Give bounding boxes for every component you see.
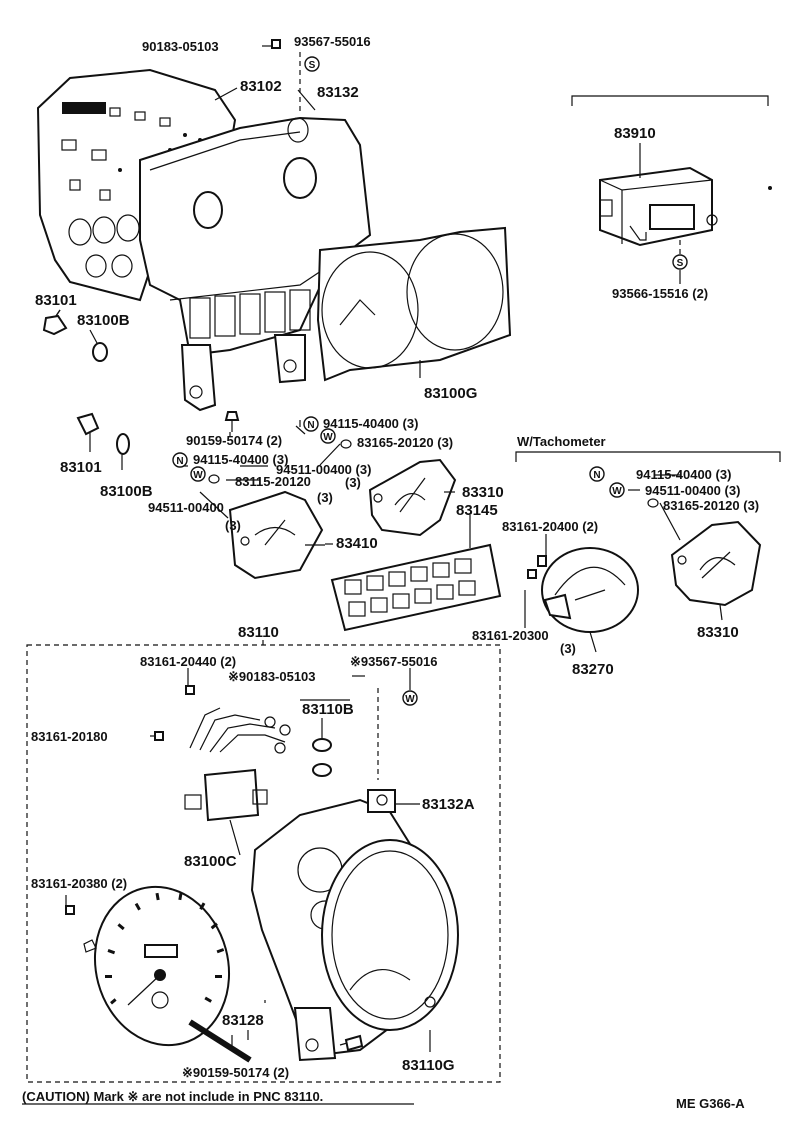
svg-text:W: W (405, 694, 415, 705)
group-w-tachometer: W/Tachometer (517, 434, 606, 449)
svg-text:S: S (677, 258, 684, 269)
part-83101-a: 83101 (35, 292, 77, 309)
svg-text:W: W (193, 470, 203, 481)
part-83910: 83910 (614, 125, 656, 142)
part-83132: 83132 (317, 84, 359, 101)
drawing-code: ME G366-A (676, 1096, 745, 1111)
leader-lines (55, 87, 421, 1040)
part-83110g: 83110G (402, 1057, 455, 1074)
part-83100b-a: 83100B (77, 312, 130, 329)
part-83145: 83145 (456, 502, 498, 519)
part-83110: 83110 (238, 624, 279, 641)
part-83270: 83270 (572, 661, 614, 678)
part-83161-20400: 83161-20400 (2) (502, 519, 598, 534)
s-symbol-clock: S (672, 254, 688, 270)
part-83165-20120-a: 83165-20120 (3) (357, 435, 453, 450)
svg-text:N: N (593, 470, 600, 481)
fuel-gauge (368, 458, 457, 537)
part-94511-00400-a: 94511-00400 (3) (276, 462, 371, 477)
part-94511-00400-c: 94511-00400 (3) (645, 483, 740, 498)
part-83161-20180: 83161-20180 (31, 729, 108, 744)
part-83410: 83410 (336, 535, 378, 552)
part-94115-40400-b: 94115-40400 (3) (193, 452, 288, 467)
s-symbol-top: S (304, 56, 320, 72)
meter-wire-harness (150, 685, 291, 822)
qty-3-a: (3) (345, 475, 361, 490)
part-83165-20120-b: 83165-20120 (3) (663, 498, 759, 513)
part-83101-b: 83101 (60, 459, 102, 476)
svg-text:S: S (309, 60, 316, 71)
part-93566-15516: 93566-15516 (2) (612, 286, 708, 301)
w-symbol-bottom: W (402, 690, 418, 706)
trip-reset-knob (188, 1019, 252, 1063)
w-symbol-a: W (320, 428, 336, 444)
speedometer-dial (65, 885, 231, 1047)
part-83310-b: 83310 (697, 624, 739, 641)
part-83161-20440: 83161-20440 (2) (140, 654, 236, 669)
connector-dot (768, 186, 772, 190)
bulb-socket-a (42, 309, 108, 362)
caution-note: (CAUTION) Mark ※ are not include in PNC … (22, 1089, 323, 1104)
clock-assembly (599, 166, 718, 247)
qty-3-b: (3) (317, 490, 333, 505)
n-symbol-b: N (172, 452, 188, 468)
qty-3-c: (3) (225, 518, 241, 533)
screw-90159-bottom (339, 1034, 364, 1052)
bulbs-83110b (312, 718, 332, 777)
part-83161-20300: 83161-20300 (472, 628, 549, 643)
w-symbol-b: W (190, 466, 206, 482)
part-83100b-b: 83100B (100, 483, 153, 500)
part-83132a: 83132A (422, 796, 475, 813)
screw-top (262, 39, 281, 49)
svg-text:N: N (176, 456, 183, 467)
part-94511-00400-b: 94511-00400 (148, 500, 224, 515)
speedometer-lens (321, 839, 459, 1052)
bulb-socket-b (76, 412, 130, 455)
tach-bracket (515, 451, 781, 462)
part-94115-40400-c: 94115-40400 (3) (636, 467, 731, 482)
part-90159-50174-mark: ※90159-50174 (2) (182, 1065, 289, 1080)
part-93567-55016-mark: ※93567-55016 (350, 654, 438, 669)
screw-90159 (224, 411, 240, 432)
part-83102: 83102 (240, 78, 282, 95)
n-symbol-a: N (303, 416, 319, 432)
clock-bracket (571, 95, 769, 106)
part-83310-a: 83310 (462, 484, 504, 501)
part-83100c: 83100C (184, 853, 237, 870)
temperature-gauge (228, 490, 325, 580)
part-94115-40400-a: 94115-40400 (3) (323, 416, 418, 431)
part-83115-20120: 83115-20120 (235, 474, 311, 489)
indicator-panel (330, 515, 502, 632)
part-93567-55016-top: 93567-55016 (294, 34, 371, 49)
washer-nut-symbols (180, 420, 681, 541)
part-83110b: 83110B (302, 701, 354, 718)
svg-text:W: W (323, 432, 333, 443)
w-symbol-c: W (609, 482, 625, 498)
part-90159-50174: 90159-50174 (2) (186, 433, 282, 448)
svg-text:N: N (307, 420, 314, 431)
part-90183-05103-mark: ※90183-05103 (228, 669, 316, 684)
combination-meter-glass (316, 226, 512, 382)
n-symbol-c: N (589, 466, 605, 482)
part-83161-20380: 83161-20380 (2) (31, 876, 127, 891)
qty-3-d: (3) (560, 641, 576, 656)
part-90183-05103-top: 90183-05103 (142, 39, 219, 54)
part-labels: 90183-05103 93567-55016 83102 83132 8391… (31, 34, 759, 1080)
svg-text:W: W (612, 486, 622, 497)
meter-housing (139, 116, 372, 412)
tachometer (524, 534, 639, 653)
fuel-temp-gauge-tach (670, 520, 762, 621)
speedometer-group-border (26, 644, 501, 1083)
part-83128: 83128 (222, 1012, 264, 1029)
part-83100g: 83100G (424, 385, 477, 402)
